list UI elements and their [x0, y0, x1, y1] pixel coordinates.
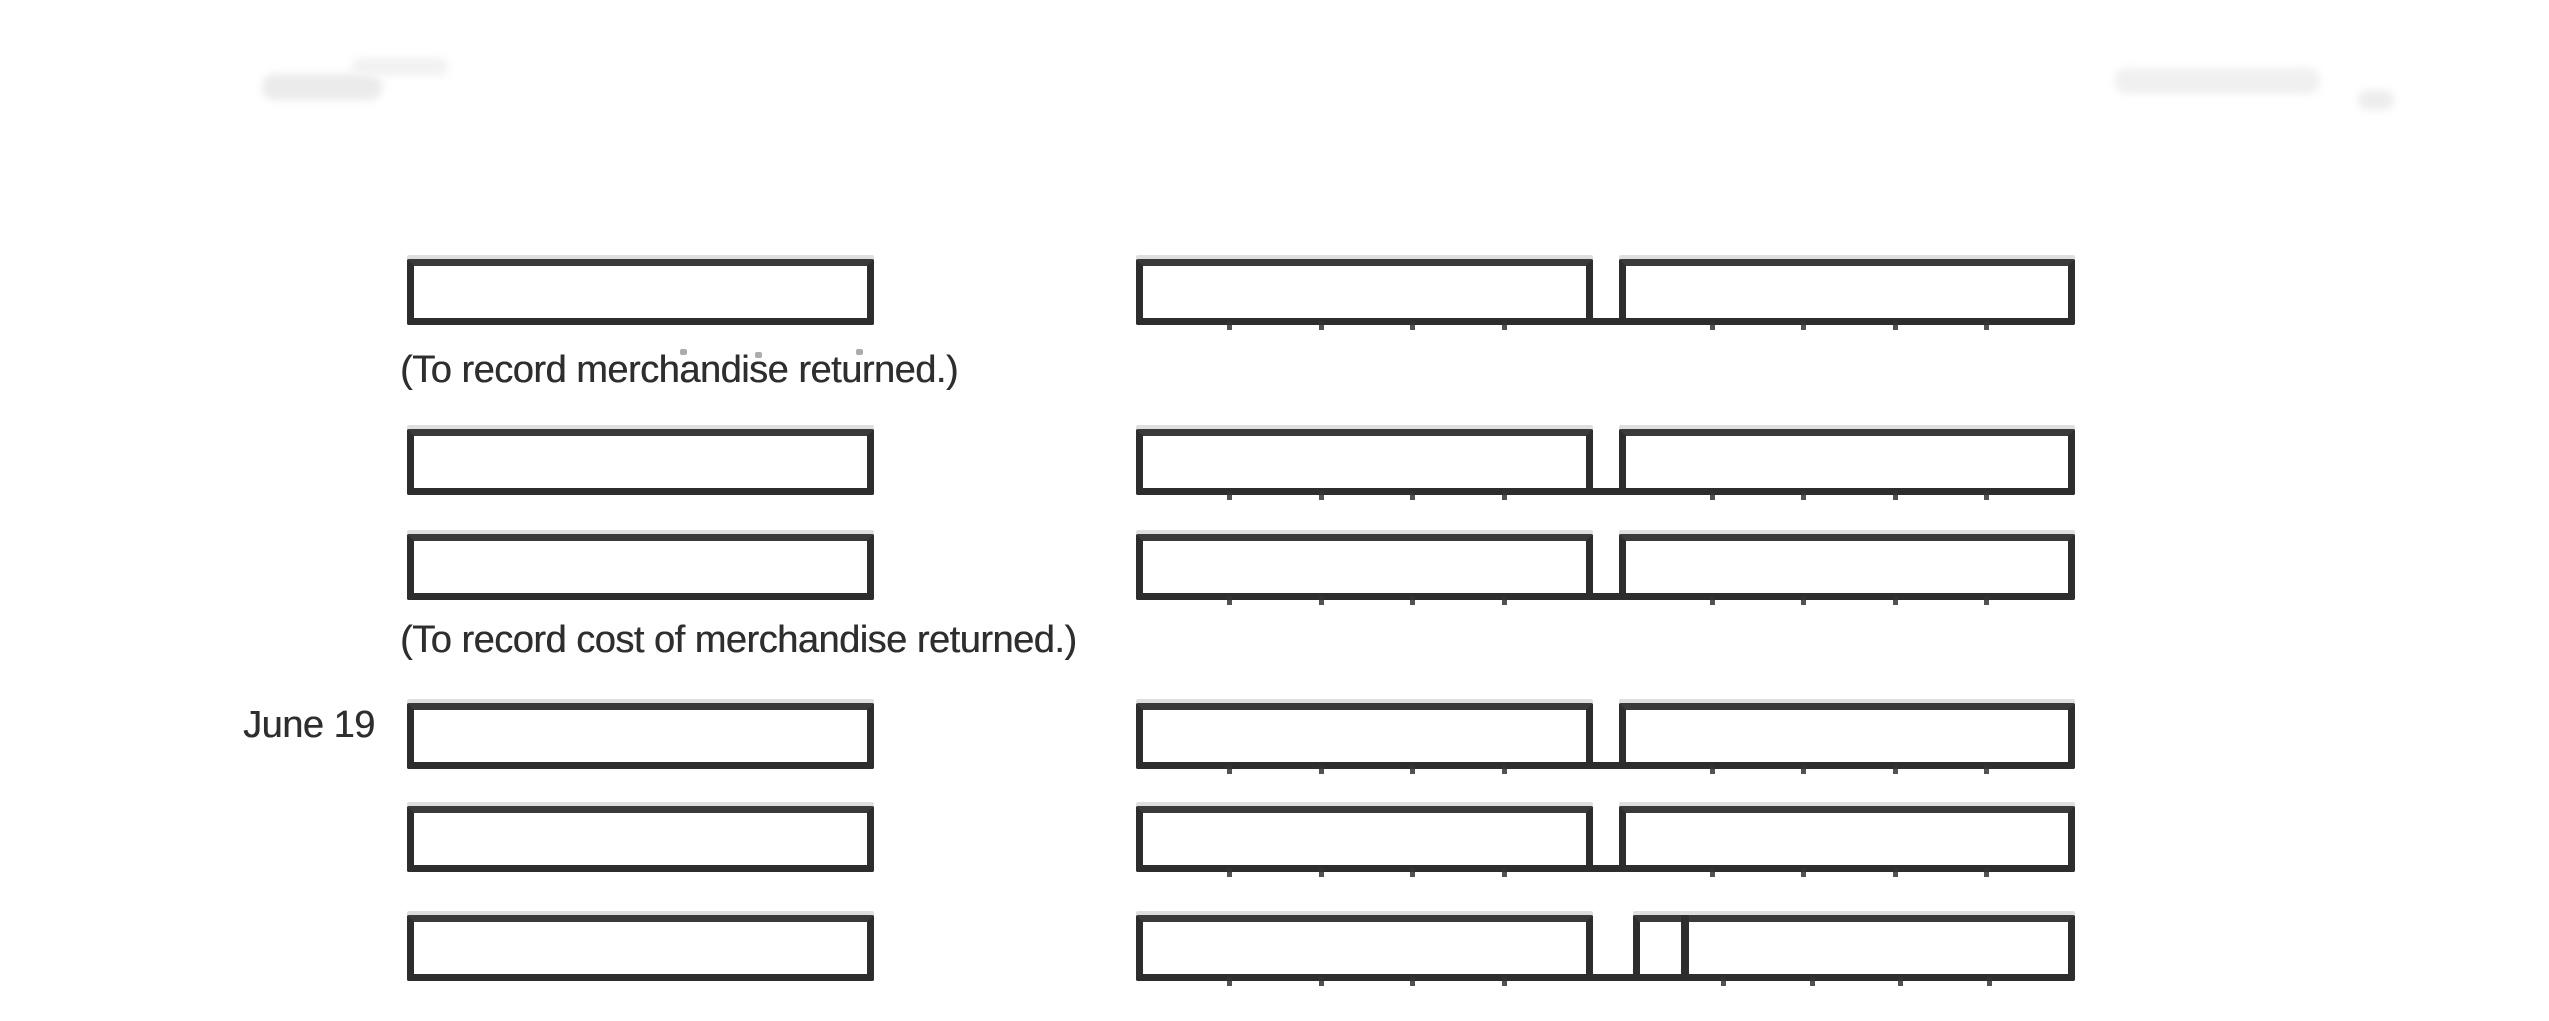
journal-row1-account-input[interactable]: [407, 259, 874, 325]
caption-merchandise-returned: (To record merchandise returned.): [400, 349, 958, 391]
date-label-june-19: June 19: [243, 704, 375, 746]
scan-ruling-tick: [1983, 765, 1989, 774]
journal-row2-credit-input[interactable]: [1619, 429, 2075, 495]
scan-ruling-tick: [1892, 596, 1898, 605]
journal-row4-credit-input[interactable]: [1619, 703, 2075, 769]
scan-ruling-tick: [1801, 491, 1807, 500]
journal-row1-debit-input[interactable]: [1136, 259, 1593, 325]
scan-rule-connector: [1590, 974, 1640, 981]
scan-ruling-tick: [1410, 596, 1416, 605]
scan-ruling-tick: [1501, 321, 1507, 330]
scan-ruling-tick: [1710, 596, 1716, 605]
scan-ruling-tick: [1410, 765, 1416, 774]
scan-smudge-top-left: [262, 74, 382, 100]
scan-ruling-tick: [1892, 321, 1898, 330]
scan-ruling-tick: [1892, 765, 1898, 774]
scan-speck: [856, 349, 863, 355]
journal-row6-account-input[interactable]: [407, 915, 874, 981]
scan-ruling-tick: [1410, 491, 1416, 500]
scan-ruling-tick: [1501, 596, 1507, 605]
scan-ruling-tick: [1410, 868, 1416, 877]
scan-ruling-tick: [1227, 868, 1233, 877]
journal-row4-debit-input[interactable]: [1136, 703, 1593, 769]
journal-row5-account-input[interactable]: [407, 806, 874, 872]
scan-ruling-tick: [1227, 765, 1233, 774]
scan-ruling-tick: [1410, 977, 1416, 986]
scan-smudge-top-left-2: [352, 58, 448, 76]
scan-ruling-tick: [1227, 491, 1233, 500]
scan-ruling-tick: [1318, 977, 1324, 986]
scan-ruling-tick: [1501, 977, 1507, 986]
scan-ruling-tick: [1410, 321, 1416, 330]
journal-row5-credit-input[interactable]: [1619, 806, 2075, 872]
scan-ruling-tick: [1801, 321, 1807, 330]
journal-row2-debit-input[interactable]: [1136, 429, 1593, 495]
journal-row6-credit-input[interactable]: [1633, 915, 2075, 981]
scan-smudge-top-right: [2115, 68, 2320, 94]
scan-ruling-tick: [1710, 765, 1716, 774]
scan-ruling-tick: [1710, 321, 1716, 330]
scan-ruling-tick: [1501, 868, 1507, 877]
caption-cost-merchandise-returned: (To record cost of merchandise returned.…: [400, 619, 1077, 661]
scan-ruling-tick: [1809, 977, 1815, 986]
scan-speck: [755, 352, 762, 358]
scan-ruling-tick: [1801, 868, 1807, 877]
scan-rule-connector: [1588, 488, 1626, 495]
scan-ruling-tick: [1898, 977, 1904, 986]
journal-row1-credit-input[interactable]: [1619, 259, 2075, 325]
scan-ruling-tick: [1983, 321, 1989, 330]
journal-row2-account-input[interactable]: [407, 429, 874, 495]
journal-row3-debit-input[interactable]: [1136, 534, 1593, 600]
scan-ruling-tick: [1318, 321, 1324, 330]
scan-ruling-tick: [1710, 491, 1716, 500]
scan-ruling-tick: [1892, 868, 1898, 877]
scan-ruling-tick: [1892, 491, 1898, 500]
scan-ruling-tick: [1501, 491, 1507, 500]
scan-speck: [680, 349, 687, 355]
scan-ruling-tick: [1721, 977, 1727, 986]
scan-ruling-tick: [1801, 765, 1807, 774]
scan-smudge-top-right-2: [2358, 90, 2394, 110]
scan-ruling-tick: [1318, 868, 1324, 877]
journal-row4-account-input[interactable]: [407, 703, 874, 769]
scan-ruling-tick: [1983, 491, 1989, 500]
scan-ruling-tick: [1986, 977, 1992, 986]
scan-ruling-tick: [1227, 321, 1233, 330]
scan-ruling-tick: [1501, 765, 1507, 774]
scan-ruling-tick: [1318, 765, 1324, 774]
journal-row3-credit-input[interactable]: [1619, 534, 2075, 600]
journal-row3-account-input[interactable]: [407, 534, 874, 600]
journal-row6-debit-input[interactable]: [1136, 915, 1593, 981]
scan-cents-divider-rule: [1681, 915, 1689, 981]
scan-rule-connector: [1588, 762, 1626, 769]
scan-ruling-tick: [1318, 596, 1324, 605]
scan-rule-connector: [1588, 593, 1626, 600]
scan-ruling-tick: [1983, 596, 1989, 605]
scan-ruling-tick: [1318, 491, 1324, 500]
scan-ruling-tick: [1801, 596, 1807, 605]
scan-rule-connector: [1588, 318, 1626, 325]
scan-ruling-tick: [1227, 596, 1233, 605]
scan-ruling-tick: [1227, 977, 1233, 986]
journal-row5-debit-input[interactable]: [1136, 806, 1593, 872]
scan-ruling-tick: [1710, 868, 1716, 877]
scan-ruling-tick: [1983, 868, 1989, 877]
scan-rule-connector: [1588, 865, 1626, 872]
